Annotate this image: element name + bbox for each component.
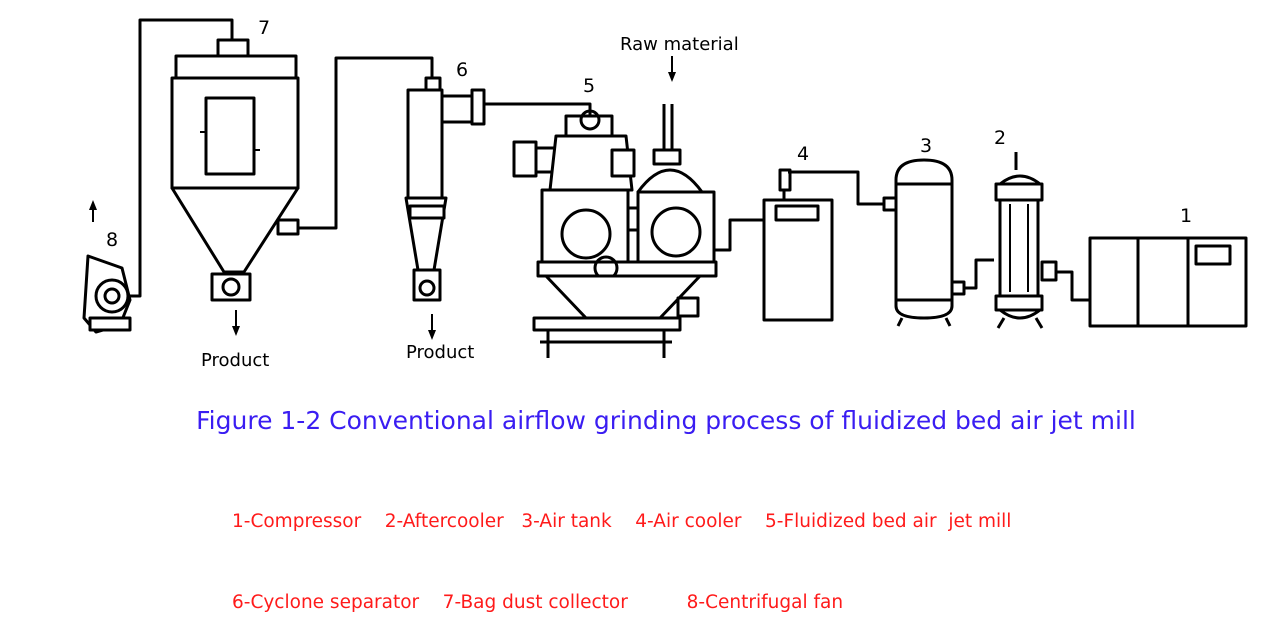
pipe-aftercooler-to-tank	[964, 258, 994, 290]
caption-title: Figure 1-2 Conventional airflow grinding…	[196, 406, 1136, 435]
process-diagram: 8 7 Product 6 Product	[82, 17, 1248, 371]
label-number-4: 4	[797, 143, 809, 165]
pipe-cooler-to-mill	[714, 218, 766, 252]
aftercooler	[994, 152, 1058, 329]
bag-dust-collector	[170, 38, 300, 336]
air-cooler	[762, 168, 834, 322]
pipe-fan-to-collector	[128, 18, 234, 298]
label-number-2: 2	[994, 127, 1006, 149]
label-product-right: Product	[406, 342, 474, 363]
pipe-tank-to-cooler	[788, 170, 896, 206]
fluidized-bed-jet-mill	[512, 56, 718, 358]
component-legend: 1-Compressor 2-Aftercooler 3-Air tank 4-…	[232, 454, 1011, 643]
legend-line-2: 6-Cyclone separator 7-Bag dust collector…	[232, 592, 844, 613]
legend-line-1: 1-Compressor 2-Aftercooler 3-Air tank 4-…	[232, 511, 1012, 532]
label-number-7: 7	[258, 17, 270, 39]
figure-caption: Figure 1-2 Conventional airflow grinding…	[0, 404, 1284, 438]
label-number-3: 3	[920, 135, 932, 157]
pipe-cyclone-to-mill	[484, 102, 592, 116]
label-number-8: 8	[106, 229, 118, 251]
cyclone-separator	[404, 76, 486, 340]
pipe-collector-to-cyclone	[298, 56, 434, 230]
label-product-left: Product	[201, 350, 269, 371]
label-number-6: 6	[456, 59, 468, 81]
label-number-1: 1	[1180, 205, 1192, 227]
label-number-5: 5	[583, 75, 595, 97]
centrifugal-fan	[82, 200, 132, 334]
air-tank	[882, 158, 966, 327]
label-raw-material: Raw material	[620, 34, 739, 55]
compressor	[1088, 236, 1248, 328]
pipe-compressor-to-aftercooler	[1056, 270, 1090, 302]
